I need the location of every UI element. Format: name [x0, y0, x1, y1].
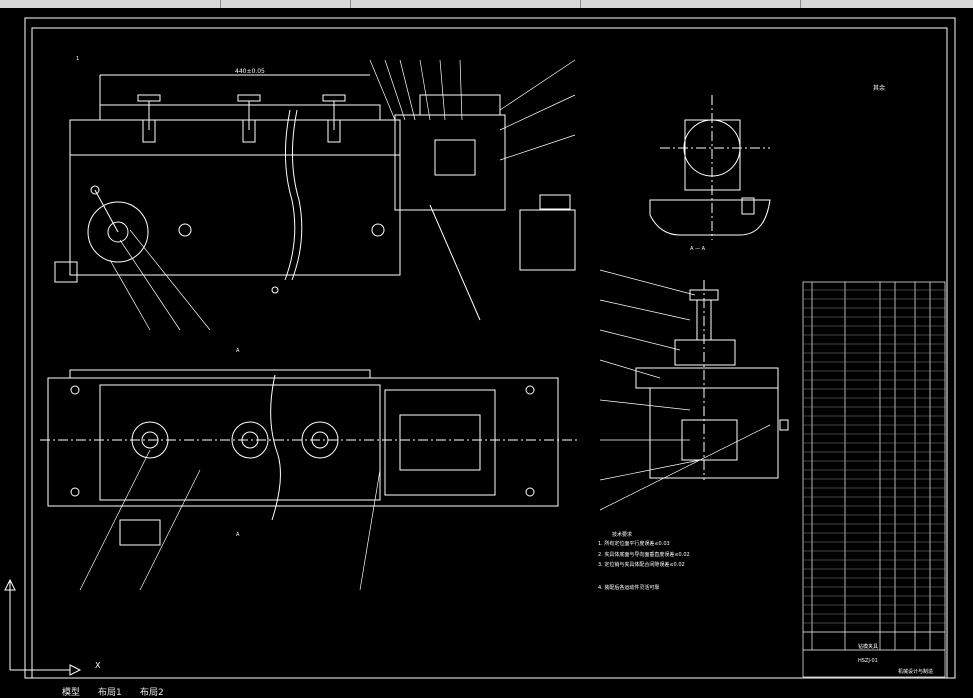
toolbar-segment[interactable] [800, 0, 973, 8]
balloon-leaders-section [599, 269, 771, 511]
balloon-leaders-plan [79, 449, 381, 591]
svg-text:440±0.05: 440±0.05 [235, 68, 265, 75]
ucs-axis-icon: X [4, 578, 101, 676]
plan-view [40, 369, 580, 546]
section-view-aa [649, 95, 771, 240]
section-label: A — A [690, 246, 706, 252]
layout-tabs: 模型 布局1 布局2 [0, 688, 973, 698]
svg-text:2. 夹具体底面与导向面垂直度误差≤0.02: 2. 夹具体底面与导向面垂直度误差≤0.02 [598, 551, 690, 558]
drawing-outer-border [24, 17, 956, 679]
svg-text:HSZJ-01: HSZJ-01 [858, 658, 878, 664]
svg-text:1: 1 [76, 56, 79, 62]
window-title-bar [0, 0, 973, 8]
toolbar-segment[interactable] [220, 0, 351, 8]
svg-text:机械设计与制造: 机械设计与制造 [898, 668, 933, 675]
svg-text:技术要求: 技术要求 [612, 531, 632, 538]
toolbar-segment[interactable] [580, 0, 801, 8]
tab-model[interactable]: 模型 [62, 688, 81, 698]
tab-layout1[interactable]: 布局1 [98, 688, 122, 698]
drawing-inner-border [31, 27, 948, 679]
technical-requirements: 技术要求 1. 所有定位面平行度误差≤0.03 2. 夹具体底面与导向面垂直度误… [598, 531, 690, 591]
tab-layout2[interactable]: 布局2 [140, 688, 164, 698]
drill-section-view [635, 280, 789, 480]
parts-list-table [802, 281, 946, 678]
parts-list-rows [803, 289, 945, 624]
svg-text:钻模夹具: 钻模夹具 [858, 643, 878, 650]
toolbar-segment[interactable] [0, 0, 221, 8]
front-elevation-view: 440±0.05 [54, 68, 576, 321]
toolbar-segment[interactable] [350, 0, 581, 8]
title-block: 钻模夹具 HSZJ-01 机械设计与制造 [858, 643, 933, 675]
section-marker-a: A [236, 348, 240, 354]
balloon-leaders-top [109, 59, 576, 331]
roughness-note: 其余 [873, 84, 885, 92]
svg-text:4. 装配后各运动件灵活可靠: 4. 装配后各运动件灵活可靠 [598, 584, 659, 591]
svg-text:3. 定位销与夹具体配合间隙误差≤0.02: 3. 定位销与夹具体配合间隙误差≤0.02 [598, 561, 685, 568]
clamp-screws [137, 94, 346, 143]
svg-text:X: X [95, 661, 101, 670]
section-marker-a-lower: A [236, 532, 240, 538]
drawing-canvas[interactable]: 440±0.05 1 A [0, 8, 973, 690]
svg-text:1. 所有定位面平行度误差≤0.03: 1. 所有定位面平行度误差≤0.03 [598, 540, 670, 547]
